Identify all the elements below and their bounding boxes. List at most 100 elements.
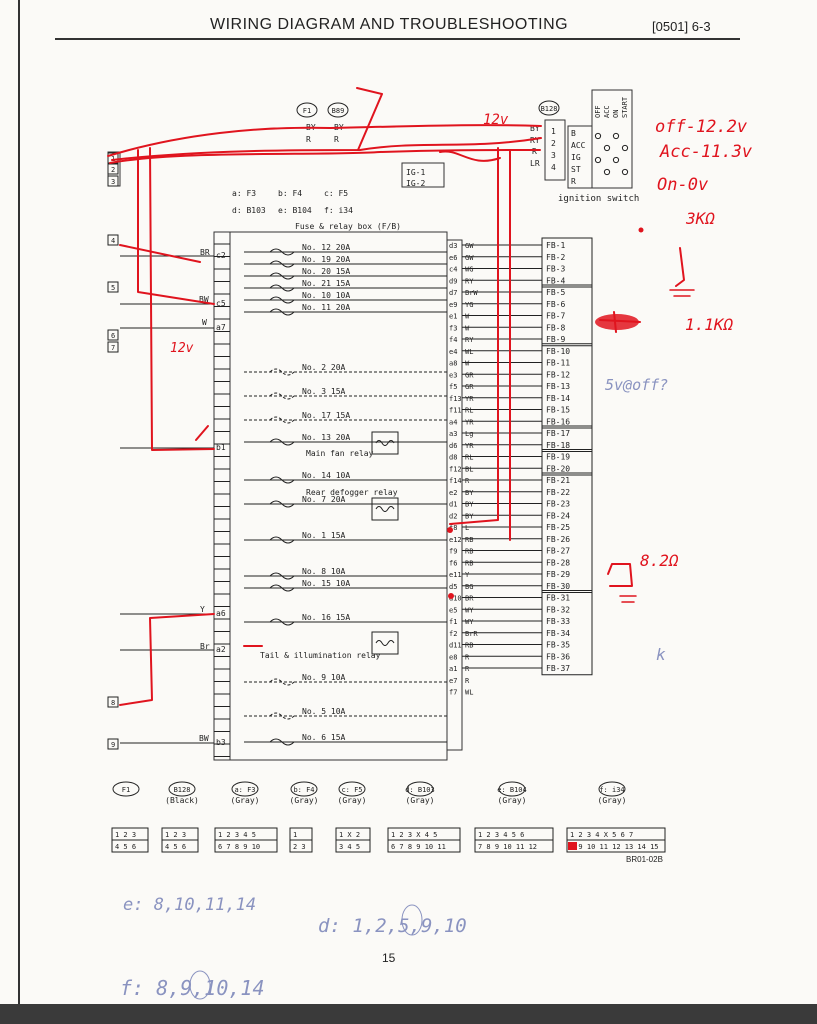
bottom-connector-id: d: B103 [405, 786, 435, 794]
fuse-label: No. 8 10A [302, 567, 346, 576]
connector-legend-item: d: B103 [232, 206, 266, 215]
red-trace-left-c2 [119, 244, 201, 263]
ignition-terminal: R [571, 177, 576, 186]
relay-box [371, 631, 399, 655]
fuse-symbol [269, 284, 295, 292]
fuse-label: No. 2 20A [302, 363, 346, 372]
top-wire-label: R [306, 135, 311, 144]
bottom-connector-circle [406, 781, 434, 797]
red-wave-top [439, 150, 501, 162]
red-tick-b1 [195, 425, 209, 441]
fb-output-label: FB-25 [546, 523, 570, 532]
ignition-contact [603, 168, 611, 176]
right-wire-color: BY [465, 489, 474, 497]
right-wire-color: W [465, 313, 470, 321]
bottom-connector-circle [598, 781, 626, 797]
fuse-label: No. 20 15A [302, 267, 350, 276]
fuse-box-right-pin: e6 [449, 254, 457, 262]
pin-grid-bottom-row: 4 5 6 [115, 843, 136, 851]
bottom-connector-circle [168, 781, 196, 797]
red-trace-top-3 [109, 149, 541, 164]
fuse-label: No. 9 10A [302, 673, 346, 682]
fb-output-label: FB-28 [546, 558, 570, 567]
right-wire-color: WL [465, 348, 473, 356]
fuse-label: No. 14 10A [302, 471, 350, 480]
relay-coil [375, 440, 395, 446]
fuse-box-right-pin: d7 [449, 289, 457, 297]
left-wire-label: BR [200, 248, 210, 257]
left-terminal-number: 6 [111, 332, 115, 340]
red-ground-sketch [619, 595, 637, 603]
fb-output-label: FB-29 [546, 570, 570, 579]
left-terminal-number: 4 [111, 237, 115, 245]
ignition-terminal: IG [571, 153, 581, 162]
fb-output-label: FB-6 [546, 300, 565, 309]
fuse-box-right-pin: d8 [449, 454, 457, 462]
right-wire-color: YG [465, 301, 473, 309]
red-trace-top-2 [111, 137, 542, 161]
relay-label: Rear defogger relay [306, 488, 398, 497]
right-wire-color: BY [465, 512, 474, 520]
bottom-connector-id: F1 [122, 786, 130, 794]
fb-output-label: FB-26 [546, 535, 570, 544]
connector-id: B89 [332, 107, 345, 115]
pin-grid-top-row: 1 2 3 4 5 6 [478, 831, 524, 839]
left-terminal-box [107, 234, 119, 246]
right-wire-color: R [465, 653, 470, 661]
red-trace-left-b1 [149, 147, 215, 451]
left-wire-label: Y [200, 605, 205, 614]
figure-code: BR01-02B [626, 855, 663, 864]
page-code: [0501] 6-3 [652, 19, 711, 34]
connector-id: B128 [541, 105, 558, 113]
pin-grid-bottom-row: 4 5 6 [165, 843, 186, 851]
left-wire-label: BW [199, 734, 209, 743]
right-wire-color: RB [465, 548, 473, 556]
fb-output-label: FB-22 [546, 488, 570, 497]
fuse-box-right-pin: a3 [449, 430, 457, 438]
red-annotation-r3k: 3KΩ [685, 209, 715, 228]
fb-output-label: FB-34 [546, 629, 570, 638]
connector-id: F1 [303, 107, 311, 115]
fuse-box-right-pin: e11 [449, 571, 462, 579]
right-wire-color: WY [465, 606, 474, 614]
fb-output-label: FB-8 [546, 323, 565, 332]
bottom-connector-circle [290, 781, 318, 797]
pin-grid-top-row: 1 X 2 [339, 831, 360, 839]
bottom-connector-circle [112, 781, 140, 797]
red-trace-left-a6 [119, 613, 215, 706]
fuse-symbol [269, 572, 295, 580]
fuse-box-right-pin: d1 [449, 501, 457, 509]
connector-legend-item: c: F5 [324, 189, 348, 198]
red-trace-center [449, 147, 499, 525]
left-terminal-box [107, 329, 119, 341]
fuse-box-right-pin: f8 [449, 524, 457, 532]
connector-circle [538, 100, 560, 116]
bottom-connector-id: c: F5 [341, 786, 362, 794]
fb-output-label: FB-18 [546, 441, 570, 450]
fuse-box-right-pin: a1 [449, 665, 457, 673]
fuse-box-right-pin: d5 [449, 583, 457, 591]
right-wire-color: GR [465, 383, 474, 391]
left-terminal-box [107, 281, 119, 293]
red-annotation-acc: Acc-11.3v [659, 142, 753, 162]
fb-output-label: FB-17 [546, 429, 570, 438]
fuse-box-right-pin: f13 [449, 395, 462, 403]
top-wire-label: R [532, 147, 537, 156]
binding-spine [18, 0, 20, 1024]
pencil-annotation-f-pins: f: 8,9,10,14 [120, 976, 265, 1000]
bottom-connector-id: B128 [174, 786, 191, 794]
pin-grid-bottom-row: 6 7 8 9 10 11 [391, 843, 446, 851]
red-annotation-r1k: 1.1KΩ [685, 315, 734, 334]
fuse-label: No. 19 20A [302, 255, 350, 264]
right-wire-color: RL [465, 407, 473, 415]
fb-connector-block [541, 284, 593, 347]
right-wire-color: YR [465, 395, 474, 403]
left-wire-label: BW [199, 295, 209, 304]
pencil-circle [189, 970, 211, 1000]
fb-output-label: FB-13 [546, 382, 570, 391]
red-trace-left-c5 [137, 149, 215, 305]
ignition-terminal: ACC [571, 141, 586, 150]
connector-circle [327, 102, 349, 118]
fuse-box-left-pin: c2 [216, 251, 226, 260]
fb-output-label: FB-30 [546, 582, 570, 591]
